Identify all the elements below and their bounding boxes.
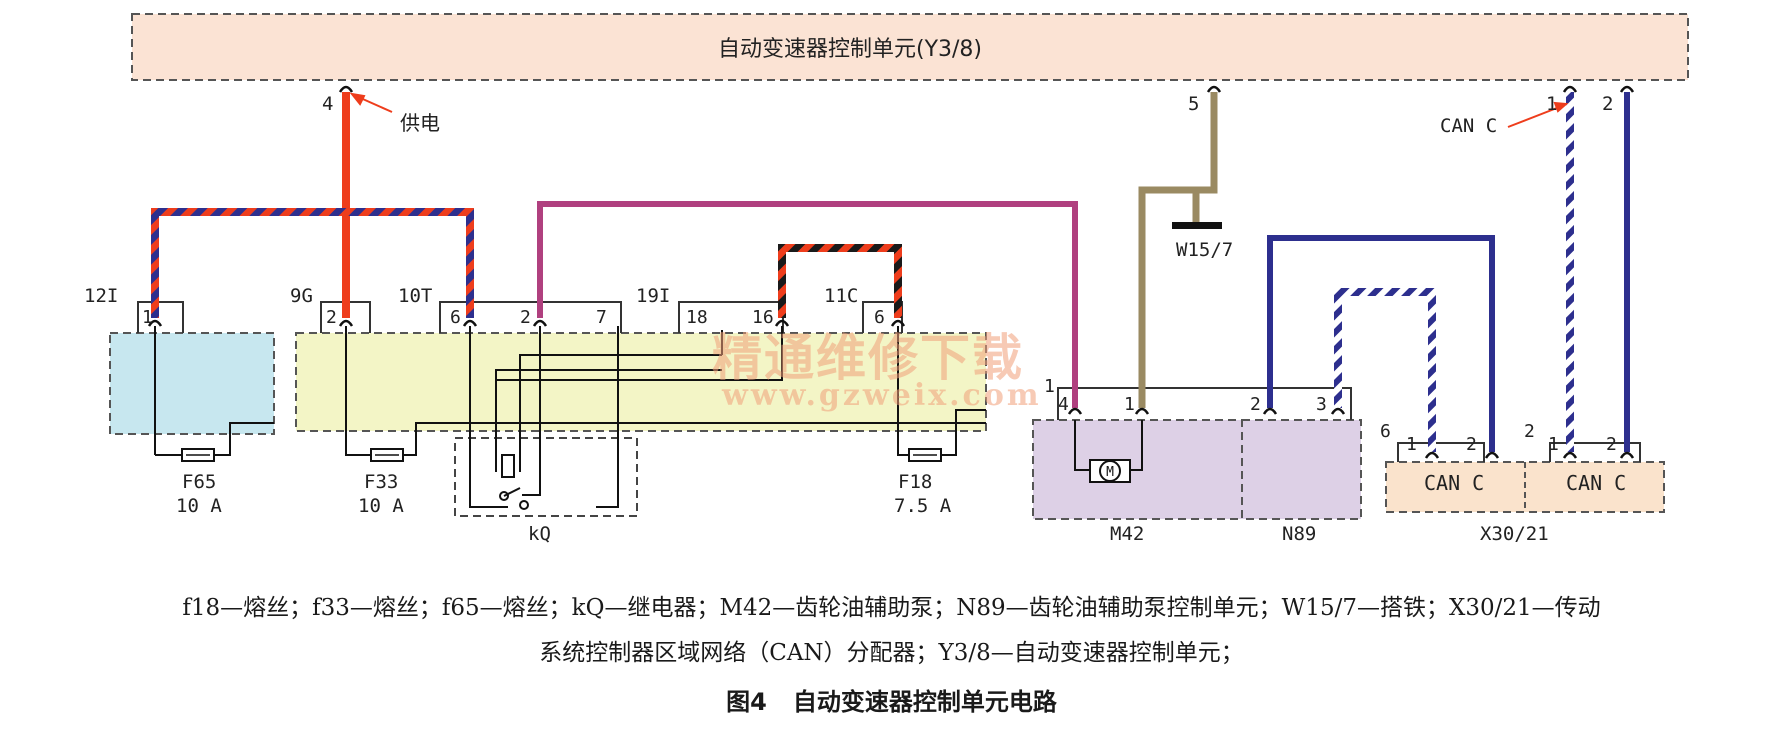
distributor-label: X30/21 bbox=[1480, 523, 1549, 545]
motor-symbol: M bbox=[1106, 465, 1114, 480]
pin-19I-18: 18 bbox=[686, 307, 708, 328]
pin-m42-4: 4 bbox=[1058, 394, 1069, 415]
pin-n89-2: 2 bbox=[1250, 394, 1261, 415]
wire-red-black bbox=[778, 244, 902, 318]
fuse-f33-symbol bbox=[370, 448, 404, 462]
fuse-f33-rating: 10 A bbox=[358, 495, 404, 517]
pump-ctrl-label: N89 bbox=[1282, 523, 1316, 545]
ground-bar bbox=[1172, 222, 1222, 229]
ecu-block: 自动变速器控制单元(Y3/8) bbox=[131, 13, 1689, 81]
fuse-f65-label: F65 bbox=[182, 471, 216, 493]
pin-xa-2: 2 bbox=[1466, 434, 1477, 455]
pin-10T-2: 2 bbox=[520, 307, 531, 328]
conn-11C: 11C bbox=[824, 285, 858, 307]
conn-9G: 9G bbox=[290, 285, 313, 307]
ecu-title: 自动变速器控制单元(Y3/8) bbox=[718, 37, 982, 62]
conn-19I: 19I bbox=[636, 285, 670, 307]
can-note: CAN C bbox=[1440, 115, 1497, 137]
fuse-box-main bbox=[295, 332, 987, 432]
pump-label: M42 bbox=[1110, 523, 1144, 545]
motor-m42: M bbox=[1089, 459, 1131, 483]
annotation-arrows bbox=[349, 92, 1569, 128]
fuse-f65-symbol bbox=[181, 448, 215, 462]
pin-n89-3: 3 bbox=[1316, 394, 1327, 415]
fuse-f33-label: F33 bbox=[364, 471, 398, 493]
fuse-f18-rating: 7.5 A bbox=[894, 495, 952, 517]
wire-red-blue bbox=[151, 208, 474, 318]
pin-11C-6: 6 bbox=[874, 307, 885, 328]
relay-label: kQ bbox=[528, 523, 551, 545]
wire-blue-white-n89 bbox=[1334, 288, 1436, 452]
fuse-f18-label: F18 bbox=[898, 471, 932, 493]
relay-kq bbox=[499, 454, 529, 510]
figure-title: 自动变速器控制单元电路 bbox=[792, 688, 1057, 716]
pin-xa-1: 1 bbox=[1406, 434, 1417, 455]
pin-9G-2: 2 bbox=[326, 307, 337, 328]
pin-xb-1: 1 bbox=[1548, 434, 1559, 455]
internal-wiring bbox=[154, 326, 1143, 508]
pin-ecu-5: 5 bbox=[1188, 93, 1199, 115]
pin-ecu-2: 2 bbox=[1602, 93, 1613, 115]
conn-10T: 10T bbox=[398, 285, 432, 307]
wire-blue-n89 bbox=[1267, 235, 1495, 452]
fuse-f18-symbol bbox=[908, 448, 942, 462]
figure-number: 图4 bbox=[726, 688, 767, 716]
pin-10T-6: 6 bbox=[450, 307, 461, 328]
pin-xb-2: 2 bbox=[1524, 421, 1535, 442]
fuse-box-left bbox=[109, 332, 275, 435]
pin-m42-top: 1 bbox=[1044, 376, 1055, 397]
pin-10T-7: 7 bbox=[596, 307, 607, 328]
legend-line-1: f18—熔丝；f33—熔丝；f65—熔丝；kQ—继电器；M42—齿轮油辅助泵；N… bbox=[182, 595, 1601, 621]
figure-caption: 图4 自动变速器控制单元电路 bbox=[0, 682, 1783, 717]
legend-line-2: 系统控制器区域网络（CAN）分配器；Y3/8—自动变速器控制单元； bbox=[539, 640, 1244, 666]
pin-xa-6: 6 bbox=[1380, 421, 1391, 442]
pump-ctrl-box bbox=[1241, 419, 1362, 520]
pin-xb-2b: 2 bbox=[1606, 434, 1617, 455]
pin-m42-1: 1 bbox=[1124, 394, 1135, 415]
can-block-a: CAN C bbox=[1424, 471, 1484, 495]
pin-19I-16: 16 bbox=[752, 307, 774, 328]
pin-ecu-4: 4 bbox=[322, 93, 333, 115]
can-block-b: CAN C bbox=[1566, 471, 1626, 495]
pin-terminals bbox=[147, 85, 1635, 459]
supply-note: 供电 bbox=[400, 111, 440, 135]
ground-label: W15/7 bbox=[1176, 239, 1233, 261]
wire-magenta bbox=[537, 201, 1078, 408]
relay-box bbox=[454, 437, 638, 517]
conn-12I: 12I bbox=[84, 285, 118, 307]
fuse-f65-rating: 10 A bbox=[176, 495, 222, 517]
pin-ecu-1: 1 bbox=[1546, 93, 1557, 115]
pin-12I-1: 1 bbox=[142, 307, 153, 328]
